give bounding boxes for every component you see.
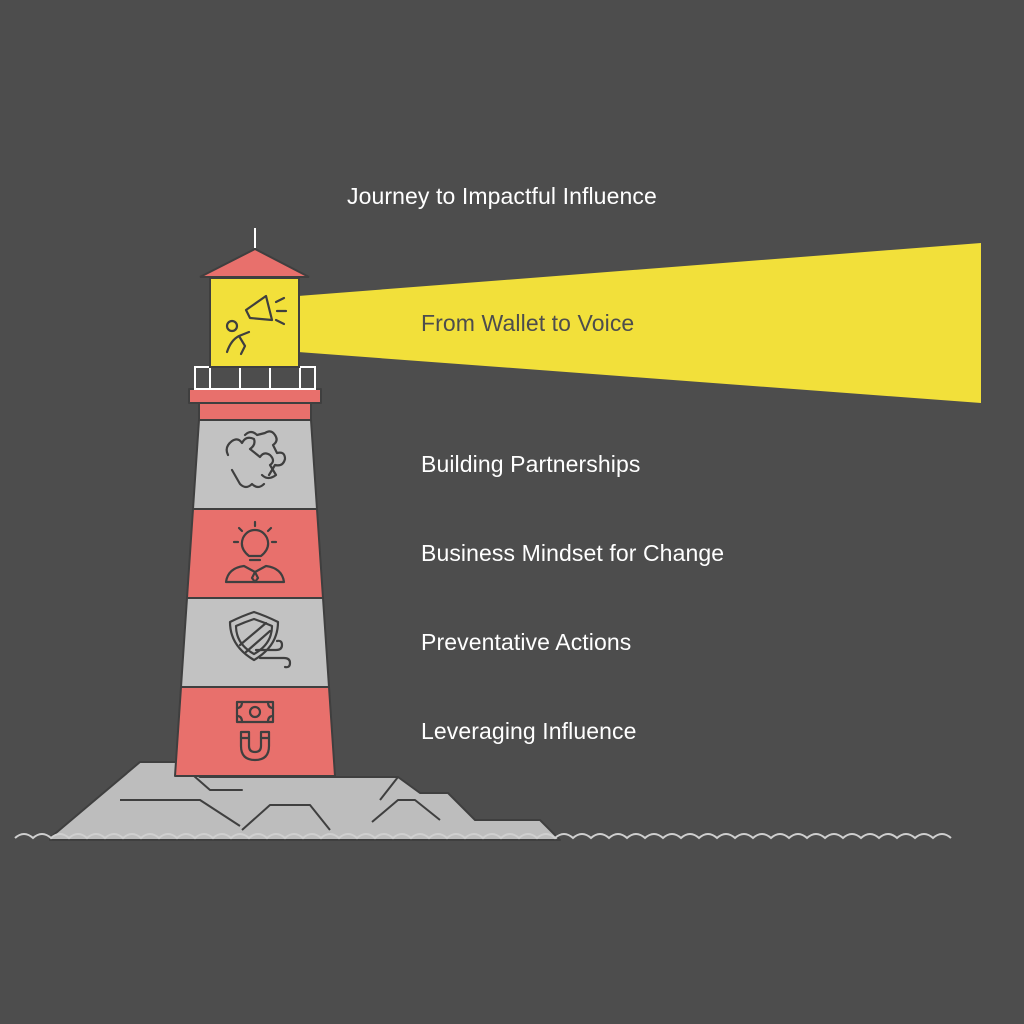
water-waves bbox=[14, 833, 952, 840]
lighthouse-roof bbox=[199, 247, 310, 278]
tower bbox=[174, 388, 336, 777]
diagram-title: Journey to Impactful Influence bbox=[347, 183, 657, 209]
handshake-puzzle-icon bbox=[225, 430, 287, 489]
level-label-preventative-actions: Preventative Actions bbox=[421, 629, 632, 655]
level-label-building-partnerships: Building Partnerships bbox=[421, 451, 641, 477]
gallery-deck bbox=[188, 388, 322, 404]
lantern-room bbox=[209, 277, 300, 368]
level-label-wallet-to-voice: From Wallet to Voice bbox=[421, 310, 635, 336]
rocks bbox=[49, 761, 561, 841]
shield-wind-icon bbox=[228, 610, 292, 669]
tower-collar bbox=[198, 402, 312, 421]
band-leveraging-influence bbox=[174, 686, 336, 777]
money-magnet-icon bbox=[235, 700, 275, 762]
megaphone-person-icon bbox=[225, 294, 288, 356]
level-label-leveraging-influence: Leveraging Influence bbox=[421, 718, 637, 744]
gallery-railing bbox=[194, 366, 316, 390]
light-beam bbox=[298, 243, 981, 403]
lightbulb-businessman-icon bbox=[224, 520, 286, 584]
level-label-business-mindset: Business Mindset for Change bbox=[421, 540, 725, 566]
